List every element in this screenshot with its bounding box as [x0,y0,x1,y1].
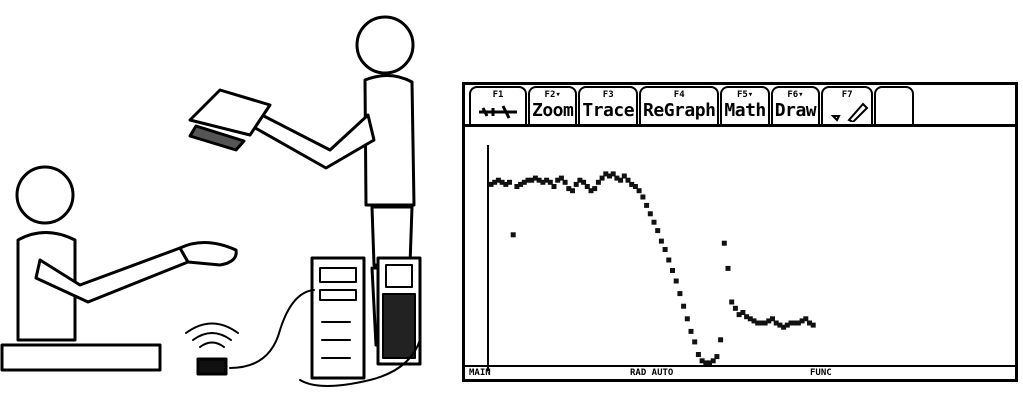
data-point [511,232,516,237]
graphing-calculator-device [378,258,420,364]
data-point [689,329,694,334]
data-point [729,300,734,305]
data-point [640,195,645,200]
data-point [655,228,660,233]
data-point [685,316,690,321]
data-point [563,180,568,185]
status-graph-type: FUNC [810,368,832,378]
tools-icon [473,102,523,120]
data-point [714,354,719,359]
calculator-screen: F1 F2▾ Zoom F3 Trace F4 ReGraph F5▾ Math… [462,82,1018,382]
toolbar-f6-draw[interactable]: F6▾ Draw [771,86,820,124]
toolbar-f7-pen[interactable]: F7 [821,86,873,124]
motion-sensor [186,324,238,375]
data-point [666,258,671,263]
zoom-label: Zoom [532,100,573,122]
data-point [811,323,816,328]
data-point [592,186,597,191]
toolbar-f1-tools[interactable]: F1 [469,86,527,124]
data-point [552,184,557,189]
regraph-label: ReGraph [643,100,715,122]
data-point [696,352,701,357]
data-point [644,203,649,208]
status-bar: MAIN RAD AUTO FUNC [465,365,1015,379]
f7-key-label: F7 [823,90,871,100]
toolbar-f2-zoom[interactable]: F2▾ Zoom [528,86,577,124]
data-point [570,188,575,193]
data-point [692,339,697,344]
toolbar-f4-regraph[interactable]: F4 ReGraph [639,86,719,124]
f1-key-label: F1 [471,90,525,100]
status-mode: RAD AUTO [630,368,673,378]
data-point [677,291,682,296]
toolbar-blank-tab[interactable] [874,86,914,124]
seated-person-figure [2,167,236,370]
toolbar-f3-trace[interactable]: F3 Trace [578,86,638,124]
toolbar-f5-math[interactable]: F5▾ Math [720,86,769,124]
draw-label: Draw [775,100,816,122]
status-folder: MAIN [469,368,491,378]
scatter-plot [487,145,997,371]
data-point [722,241,727,246]
data-point [670,268,675,273]
trace-label: Trace [582,100,634,122]
data-point [674,279,679,284]
pencil-icon [827,102,871,122]
computer-tower [312,258,364,378]
data-point [652,220,657,225]
f2-key-label: F2▾ [530,90,575,100]
f6-key-label: F6▾ [773,90,818,100]
data-point [637,188,642,193]
f3-key-label: F3 [580,90,636,100]
data-point [733,306,738,311]
f5-key-label: F5▾ [722,90,767,100]
data-point [726,266,731,271]
data-point [648,211,653,216]
calculator-toolbar: F1 F2▾ Zoom F3 Trace F4 ReGraph F5▾ Math… [465,85,1015,127]
f4-key-label: F4 [641,90,717,100]
data-point [507,180,512,185]
math-label: Math [724,100,765,122]
data-point [663,247,668,252]
data-point [718,337,723,342]
data-point [681,304,686,309]
data-point [659,239,664,244]
